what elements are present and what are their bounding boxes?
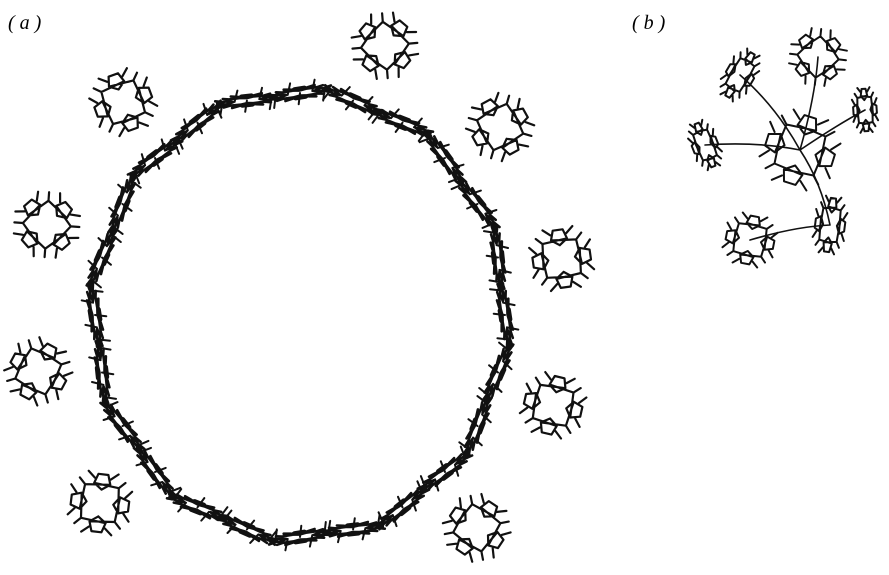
edge-on-porphyrin-9-stubs xyxy=(419,445,466,492)
face-on-porphyrin-2 xyxy=(464,91,536,163)
face-on-porphyrin-9 xyxy=(3,336,74,407)
face-on-porphyrin-1 xyxy=(350,11,420,80)
cluster-porphyrin-4 xyxy=(811,194,849,256)
edge-on-porphyrin-5-stubs xyxy=(483,230,512,284)
cyclic-porphyrin-array xyxy=(3,11,596,563)
edge-on-porphyrin-6-stubs xyxy=(489,288,520,341)
cluster-porphyrin-6 xyxy=(850,86,880,134)
panel-a-label: ( a ) xyxy=(8,12,42,34)
panel-b-label: ( b ) xyxy=(632,12,666,34)
edge-on-porphyrin-15-stubs xyxy=(135,446,182,493)
face-on-porphyrin-3 xyxy=(528,225,596,293)
edge-on-porphyrin-10-stubs xyxy=(377,480,423,528)
cluster-porphyrin-2 xyxy=(719,47,761,103)
edge-on-porphyrin-12-stubs xyxy=(274,521,327,552)
edge-on-porphyrin-3-stubs xyxy=(418,137,465,184)
edge-on-porphyrin-0-stubs xyxy=(273,78,326,109)
face-on-porphyrin-10 xyxy=(12,190,81,259)
edge-on-porphyrin-11-stubs xyxy=(327,514,381,544)
edge-on-porphyrin-20-stubs xyxy=(108,179,142,235)
face-on-porphyrin-11 xyxy=(88,67,159,138)
edge-on-porphyrin-22-stubs xyxy=(177,102,223,150)
edge-on-porphyrin-19-stubs xyxy=(87,233,122,289)
edge-on-porphyrin-16-stubs xyxy=(102,401,150,447)
porphyrin-cluster xyxy=(687,27,880,269)
edge-on-porphyrin-21-stubs xyxy=(134,138,181,185)
face-on-porphyrin-5 xyxy=(441,492,512,563)
edge-on-porphyrin-18-stubs xyxy=(80,289,111,342)
edge-on-porphyrin-14-stubs xyxy=(173,488,229,522)
edge-on-porphyrin-4-stubs xyxy=(450,183,498,229)
cluster-porphyrin-3 xyxy=(687,118,723,172)
edge-on-porphyrin-2-stubs xyxy=(371,108,427,142)
face-on-porphyrin-4 xyxy=(518,371,588,440)
edge-on-porphyrin-1-stubs xyxy=(322,86,377,121)
edge-on-porphyrin-7-stubs xyxy=(478,341,513,397)
edge-on-porphyrin-8-stubs xyxy=(458,395,492,451)
edge-on-porphyrin-23-stubs xyxy=(219,86,273,116)
cluster-porphyrin-5 xyxy=(721,211,779,269)
edge-on-porphyrin-17-stubs xyxy=(88,346,117,400)
edge-on-porphyrin-23 xyxy=(213,91,280,110)
edge-on-porphyrin-13-stubs xyxy=(223,509,278,544)
cluster-linkers xyxy=(704,56,866,241)
face-on-porphyrin-8 xyxy=(66,469,134,537)
